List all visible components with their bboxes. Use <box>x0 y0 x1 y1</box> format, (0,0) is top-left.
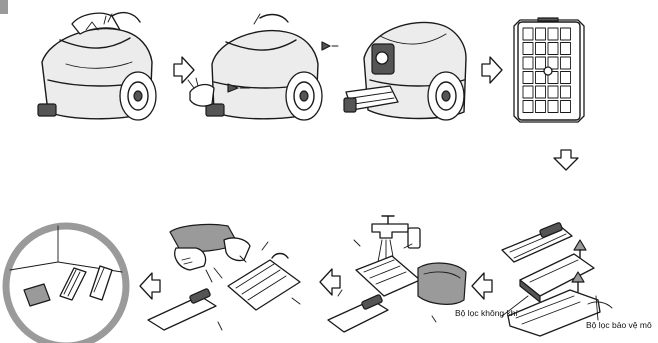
filter-grid-cell <box>547 27 559 41</box>
filter-grid-cell <box>560 100 571 113</box>
filter-grid-cell <box>522 56 534 70</box>
filter-grid-cell <box>560 27 571 41</box>
step-3-vacuum-filter-removed <box>343 21 467 121</box>
arrow-left-icon <box>471 272 493 300</box>
step-1-vacuum-open-cover <box>37 11 157 121</box>
filter-grid-cell <box>522 85 534 99</box>
air-filter-label: Bộ lọc không khí <box>455 308 518 318</box>
filter-grid-cell <box>522 27 534 41</box>
filter-grid-cell <box>535 42 546 55</box>
filter-grid-cell <box>560 71 571 84</box>
step-6-rinse-filter-under-tap <box>327 215 467 333</box>
filter-grid-cell <box>522 100 534 113</box>
corner-mark <box>0 0 8 14</box>
filter-grid-cell <box>535 27 546 41</box>
filter-grid-cell <box>560 42 571 55</box>
filter-grid-cell <box>547 56 559 70</box>
arrow-left-icon <box>139 272 161 300</box>
filter-grid-cell <box>535 85 546 99</box>
guard-filter-label: Bộ lọc bảo vệ mô <box>586 320 652 330</box>
arrow-right-icon <box>481 56 503 84</box>
filter-grid-cell <box>560 85 571 99</box>
step-5-filter-assembly <box>501 222 613 337</box>
filter-grid-cell <box>547 100 559 113</box>
arrow-left-icon <box>319 268 341 296</box>
filter-grid-cell <box>560 56 571 70</box>
filter-grid-cell <box>535 56 546 70</box>
filter-grid-cell <box>535 100 546 113</box>
arrow-down-icon <box>553 149 579 171</box>
filter-grid-cell <box>547 71 559 84</box>
filter-grid-cell <box>547 42 559 55</box>
step-8-dry-filters-detail <box>2 222 130 343</box>
filter-grid-cell <box>522 42 534 55</box>
step-4-air-filter-grid <box>513 17 585 123</box>
step-7-shake-filter-dry <box>147 223 301 331</box>
filter-grid-cell <box>535 71 546 84</box>
filter-grid-cell <box>522 71 534 84</box>
arrow-right-icon <box>173 56 195 84</box>
filter-grid-cell <box>547 85 559 99</box>
step-2-vacuum-pull-bin <box>187 13 339 121</box>
